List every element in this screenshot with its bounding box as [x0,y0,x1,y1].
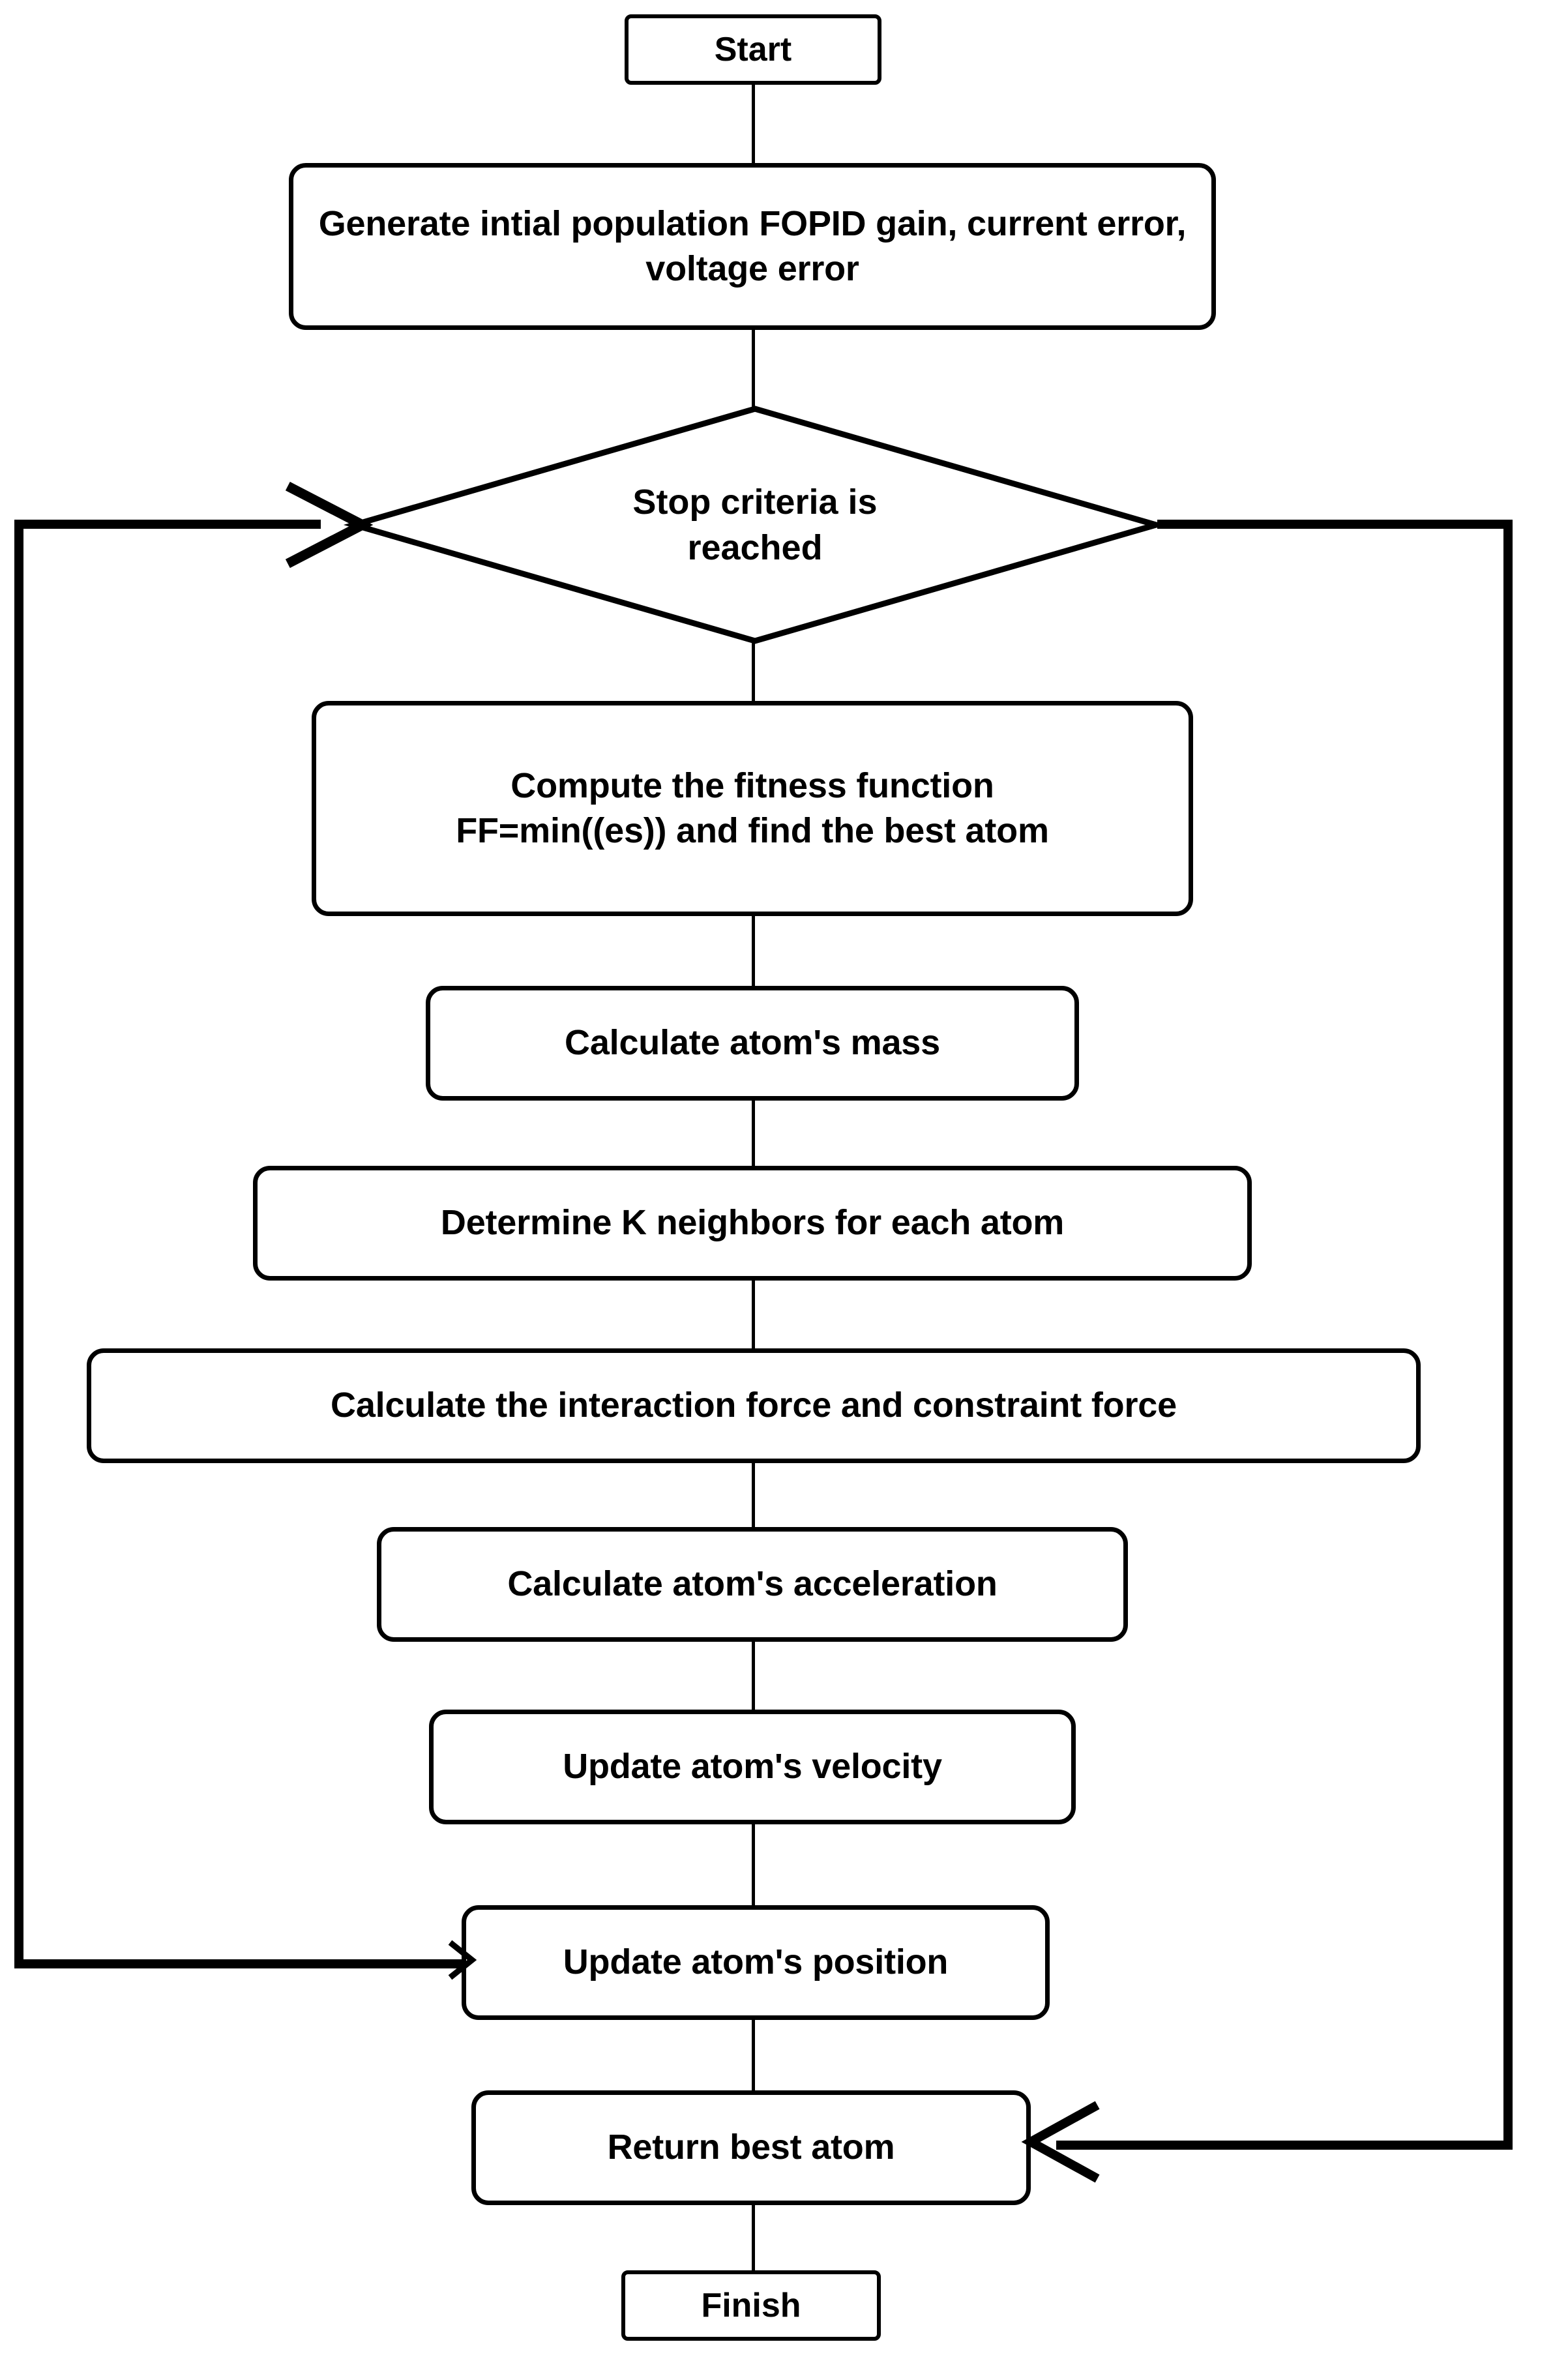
edge-neighbors-to-forces [752,1278,755,1355]
node-update-velocity-label: Update atom's velocity [563,1747,942,1787]
edge-forces-to-acceleration [752,1461,755,1530]
node-determine-neighbors-label: Determine K neighbors for each atom [440,1203,1065,1243]
node-return-best-atom-label: Return best atom [607,2128,895,2167]
edge-velocity-to-position [752,1822,755,1907]
node-return-best-atom[interactable]: Return best atom [471,2090,1031,2205]
arrowhead-into-return-best [1020,2099,1105,2184]
edge-position-to-return-best [752,2018,755,2094]
edge-loop-right-vertical-segment [1503,520,1513,2150]
edge-loop-left-top-segment [14,520,321,529]
node-determine-neighbors[interactable]: Determine K neighbors for each atom [253,1166,1252,1281]
edge-stop-criteria-to-fitness [752,639,755,704]
node-calculate-acceleration-label: Calculate atom's acceleration [507,1564,998,1604]
node-calculate-forces-label: Calculate the interaction force and cons… [331,1386,1177,1425]
node-start-label: Start [714,30,792,68]
node-update-position[interactable]: Update atom's position [462,1905,1050,2020]
node-update-position-label: Update atom's position [563,1942,949,1982]
edge-acceleration-to-velocity [752,1640,755,1715]
node-update-velocity[interactable]: Update atom's velocity [429,1710,1076,1824]
arrowhead-into-position-loop [448,1940,477,1980]
node-stop-criteria[interactable]: Stop criteria is reached [343,406,1167,644]
node-calculate-mass[interactable]: Calculate atom's mass [426,986,1079,1101]
edge-return-best-to-finish [752,2204,755,2272]
edge-loop-right-top-segment [1157,520,1513,529]
edge-mass-to-neighbors [752,1099,755,1172]
edge-start-to-generate [752,82,755,168]
node-calculate-acceleration[interactable]: Calculate atom's acceleration [377,1527,1128,1642]
node-finish[interactable]: Finish [621,2270,881,2341]
node-generate-population-label: Generate intial population FOPID gain, c… [318,203,1187,288]
edge-loop-left-vertical-segment [14,520,23,1964]
node-calculate-forces[interactable]: Calculate the interaction force and cons… [87,1348,1421,1463]
node-compute-fitness-label-line2: FF=min((es)) and find the best atom [456,811,1049,850]
node-finish-label: Finish [701,2286,801,2324]
node-compute-fitness-label-line1: Compute the fitness function [510,765,994,805]
edge-loop-left-bottom-segment [14,1959,471,1968]
edge-loop-right-bottom-segment [1056,2141,1513,2150]
node-calculate-mass-label: Calculate atom's mass [565,1023,940,1063]
node-start[interactable]: Start [625,14,881,85]
edge-generate-to-stop-criteria [752,326,755,412]
node-generate-population[interactable]: Generate intial population FOPID gain, c… [289,163,1216,330]
arrowhead-into-stop-criteria [280,479,374,571]
edge-fitness-to-mass [752,913,755,992]
node-compute-fitness[interactable]: Compute the fitness function FF=min((es)… [312,701,1193,916]
